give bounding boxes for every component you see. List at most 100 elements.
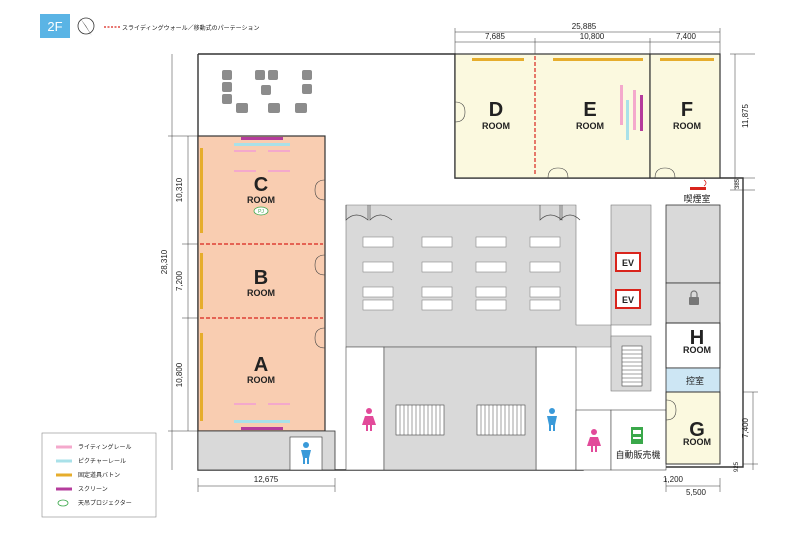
partition-legend-label: スライディングウォール／移動式のパーテーション <box>122 24 259 32</box>
stair-treads-right <box>622 349 642 383</box>
room-f-word: ROOM <box>673 121 701 131</box>
stacked-chairs <box>222 70 312 113</box>
room-h <box>665 322 721 369</box>
male-icon-bottom <box>301 442 311 464</box>
legend-swatch-0 <box>56 445 72 449</box>
door-f <box>654 167 676 179</box>
room-d-letter: D <box>489 99 503 121</box>
smoking-icon <box>690 179 707 190</box>
legend-label-3: スクリーン <box>78 486 108 493</box>
male-restroom <box>535 346 577 471</box>
screen-e <box>640 95 643 131</box>
picture-rail-c <box>234 143 290 146</box>
dimension-lines <box>168 28 758 492</box>
lobby-door-right <box>539 205 581 221</box>
lighting-rail-c4 <box>268 170 290 172</box>
female-icon-lower <box>587 429 601 452</box>
room-b-letter: B <box>254 267 268 289</box>
screen-a <box>241 427 283 430</box>
floor-badge-text: 2F <box>47 19 62 34</box>
legend-swatch-2 <box>56 473 72 477</box>
dim-right-def: 11,875 <box>741 104 750 128</box>
dim-right-gap: 385 <box>735 178 741 189</box>
room-e-word: ROOM <box>576 121 604 131</box>
room-g-letter: G <box>689 419 705 441</box>
door-d <box>454 101 466 123</box>
female-restroom <box>345 346 385 471</box>
projector-label: PJ <box>258 209 264 215</box>
waiting-label: 控室 <box>686 375 704 386</box>
dim-left-b: 7,200 <box>175 270 184 291</box>
lighting-rail-e1 <box>620 85 623 125</box>
dim-bottom-right: 5,500 <box>686 488 707 497</box>
dim-top-total: 25,885 <box>572 22 597 31</box>
door-g <box>665 399 677 421</box>
baton-d <box>472 58 524 61</box>
vending-machine-icon <box>631 427 643 444</box>
dim-left-c: 10,310 <box>175 177 184 202</box>
legend-swatch-4 <box>57 499 69 507</box>
smoking-label: 喫煙室 <box>683 193 710 204</box>
vending-label: 自動販売機 <box>615 449 660 460</box>
right-upper-corridor <box>665 204 721 284</box>
dim-left-a: 10,800 <box>175 362 184 387</box>
room-c-word: ROOM <box>247 195 275 205</box>
dim-right-gap2: 925 <box>734 461 740 472</box>
elevator-2-label: EV <box>622 295 634 305</box>
room-a-b-c-block <box>197 135 326 432</box>
baton-e <box>553 58 643 61</box>
room-f-letter: F <box>681 99 693 121</box>
female-icon <box>362 408 376 431</box>
lighting-rail-c2 <box>268 150 290 152</box>
dim-top-d: 7,685 <box>485 32 506 41</box>
room-g-word: ROOM <box>683 437 711 447</box>
dim-right-g: 7,400 <box>741 417 750 438</box>
room-a-letter: A <box>254 354 268 376</box>
baton-c <box>200 148 203 233</box>
lock-icon <box>689 290 699 305</box>
elevator-1 <box>615 252 641 272</box>
lighting-rail-e2 <box>633 90 636 130</box>
legend-swatch-1 <box>56 459 72 463</box>
lighting-rail-a2 <box>268 403 290 405</box>
dim-bottom-gap: 1,200 <box>663 475 684 484</box>
dim-top-f: 7,400 <box>676 32 697 41</box>
lobby-door-left <box>345 205 393 221</box>
door-c <box>314 179 326 201</box>
lighting-rail-c1 <box>234 150 256 152</box>
legend-label-2: 固定道具バトン <box>78 471 120 479</box>
floor-badge <box>40 14 70 38</box>
male-icon <box>547 408 557 431</box>
door-b <box>314 254 326 276</box>
dim-top-e: 10,800 <box>580 32 605 41</box>
baton-b <box>200 253 203 309</box>
dim-bottom-left: 12,675 <box>254 475 279 484</box>
room-f-block <box>649 53 721 179</box>
room-a-word: ROOM <box>247 375 275 385</box>
room-d-e-block <box>454 53 651 179</box>
elevator-1-label: EV <box>622 258 634 268</box>
room-h-letter: H <box>690 327 704 349</box>
north-arrow-icon <box>77 17 95 36</box>
door-a <box>314 327 326 349</box>
picture-rail-a <box>234 420 290 423</box>
room-c-letter: C <box>254 174 268 196</box>
legend-label-4: 天吊プロジェクター <box>78 499 132 507</box>
projector-icon <box>253 206 269 216</box>
lighting-rail-c3 <box>234 170 256 172</box>
elevator-2 <box>615 289 641 309</box>
room-h-word: ROOM <box>683 345 711 355</box>
lobby-tables <box>362 236 561 311</box>
picture-rail-e <box>626 100 629 140</box>
lighting-rail-a1 <box>234 403 256 405</box>
room-e-letter: E <box>583 99 596 121</box>
room-b-word: ROOM <box>247 288 275 298</box>
baton-f <box>660 58 714 61</box>
legend-label-1: ピクチャーレール <box>78 458 126 465</box>
screen-c <box>241 137 283 140</box>
legend-swatch-3 <box>56 487 72 491</box>
waiting-room <box>665 367 721 393</box>
door-e <box>547 167 569 179</box>
